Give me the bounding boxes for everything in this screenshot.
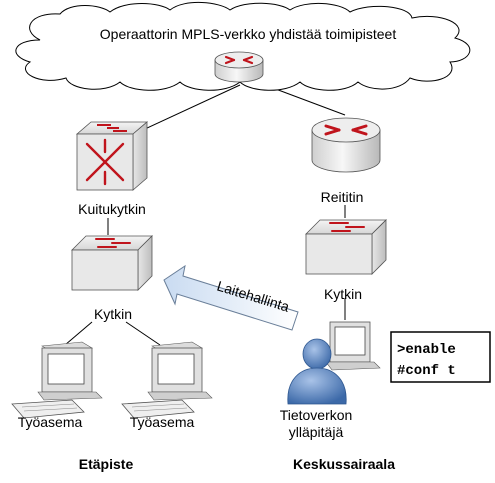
router-icon [311, 117, 381, 173]
workstation-1-icon [11, 341, 103, 419]
admin-person-icon [287, 338, 347, 405]
central-switch-icon [305, 219, 387, 275]
workstation-1-label: Työasema [18, 414, 83, 430]
mpls-cloud: Operaattorin MPLS-verkko yhdistää toimip… [15, 1, 471, 91]
admin-label-line1: Tietoverkon [280, 407, 353, 423]
management-arrow: Laitehallinta [163, 264, 299, 331]
terminal-line-1: >enable [397, 342, 456, 358]
workstation-2-icon [121, 341, 213, 419]
admin-label-line2: ylläpitäjä [289, 424, 344, 440]
site-label-central: Keskussairaala [293, 456, 395, 472]
fiber-switch-label: Kuitukytkin [78, 201, 146, 217]
fiber-switch-icon [75, 121, 149, 191]
router-label: Reititin [321, 189, 364, 205]
admin-workstation-icon [325, 321, 381, 371]
terminal-line-2: #conf t [397, 363, 456, 379]
mpls-router-icon [214, 51, 264, 83]
site-label-remote: Etäpiste [79, 456, 134, 472]
remote-switch-icon [71, 235, 153, 291]
remote-switch-label: Kytkin [94, 306, 132, 322]
central-switch-label: Kytkin [324, 286, 362, 302]
workstation-2-label: Työasema [130, 414, 195, 430]
cloud-label: Operaattorin MPLS-verkko yhdistää toimip… [100, 26, 397, 42]
terminal-box: >enable #conf t [390, 331, 491, 383]
